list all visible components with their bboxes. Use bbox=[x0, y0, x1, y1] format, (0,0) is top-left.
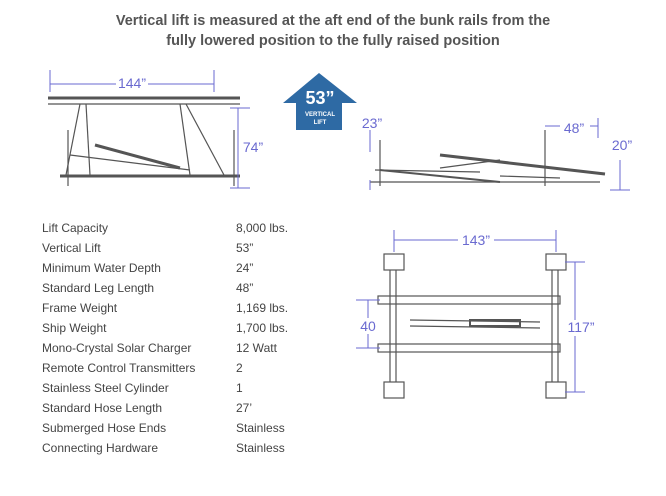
spec-label: Frame Weight bbox=[42, 301, 118, 315]
spec-label: Lift Capacity bbox=[42, 221, 109, 235]
spec-label: Submerged Hose Ends bbox=[42, 421, 167, 435]
spec-label: Mono-Crystal Solar Charger bbox=[42, 341, 192, 355]
spec-row: Submerged Hose Ends Stainless bbox=[42, 421, 322, 441]
spec-value: Stainless bbox=[236, 421, 285, 435]
spec-value: 53” bbox=[236, 241, 254, 255]
header-line-1: Vertical lift is measured at the aft end… bbox=[115, 13, 551, 29]
spec-label: Stainless Steel Cylinder bbox=[42, 381, 169, 395]
spec-row: Mono-Crystal Solar Charger 12 Watt bbox=[42, 341, 322, 361]
spec-row: Vertical Lift 53” bbox=[42, 241, 322, 261]
spec-row: Standard Leg Length 48” bbox=[42, 281, 322, 301]
spec-value: 2 bbox=[236, 361, 243, 375]
raised-view-diagram bbox=[370, 130, 606, 186]
raised-right-label: 20” bbox=[612, 137, 633, 153]
top-width-label: 143” bbox=[462, 232, 490, 248]
spec-label: Ship Weight bbox=[42, 321, 107, 335]
spec-value: 27’ bbox=[236, 401, 253, 415]
spec-value: 1,169 lbs. bbox=[236, 301, 289, 315]
top-view-diagram bbox=[377, 253, 567, 399]
svg-text:VERTICAL: VERTICAL bbox=[305, 112, 335, 118]
top-inner-label: 40 bbox=[360, 318, 376, 334]
side-view-dimensions bbox=[49, 70, 250, 189]
spec-row: Ship Weight 1,700 lbs. bbox=[42, 321, 322, 341]
spec-label: Remote Control Transmitters bbox=[42, 361, 196, 375]
side-view-diagram bbox=[48, 96, 240, 186]
spec-value: 1,700 lbs. bbox=[236, 321, 289, 335]
spec-label: Standard Leg Length bbox=[42, 281, 155, 295]
spec-row: Lift Capacity 8,000 lbs. bbox=[42, 221, 322, 241]
header-line-2: fully lowered position to the fully rais… bbox=[166, 33, 500, 49]
spec-row: Stainless Steel Cylinder 1 bbox=[42, 381, 322, 401]
spec-row: Remote Control Transmitters 2 bbox=[42, 361, 322, 381]
svg-text:LIFT: LIFT bbox=[314, 120, 327, 126]
spec-row: Minimum Water Depth 24” bbox=[42, 261, 322, 281]
spec-value: 12 Watt bbox=[236, 341, 277, 355]
spec-row: Standard Hose Length 27’ bbox=[42, 401, 322, 421]
spec-value: 48” bbox=[236, 281, 254, 295]
spec-value: Stainless bbox=[236, 441, 285, 455]
vertical-lift-badge: 53” VERTICAL LIFT bbox=[283, 73, 357, 130]
spec-row: Connecting Hardware Stainless bbox=[42, 441, 322, 461]
spec-value: 24” bbox=[236, 261, 254, 275]
svg-text:53”: 53” bbox=[305, 88, 334, 108]
spec-label: Standard Hose Length bbox=[42, 401, 163, 415]
spec-label: Minimum Water Depth bbox=[42, 261, 161, 275]
spec-row: Frame Weight 1,169 lbs. bbox=[42, 301, 322, 321]
side-width-label: 144” bbox=[118, 75, 146, 91]
up-arrow-icon bbox=[283, 73, 357, 130]
raised-view-dimensions bbox=[369, 118, 630, 191]
top-length-label: 117” bbox=[568, 319, 595, 335]
raised-top-label: 48” bbox=[564, 120, 585, 136]
spec-label: Vertical Lift bbox=[42, 241, 101, 255]
raised-left-label: 23” bbox=[362, 115, 383, 131]
spec-label: Connecting Hardware bbox=[42, 441, 159, 455]
side-height-label: 74” bbox=[243, 139, 264, 155]
spec-value: 8,000 lbs. bbox=[236, 221, 289, 235]
spec-value: 1 bbox=[236, 381, 243, 395]
